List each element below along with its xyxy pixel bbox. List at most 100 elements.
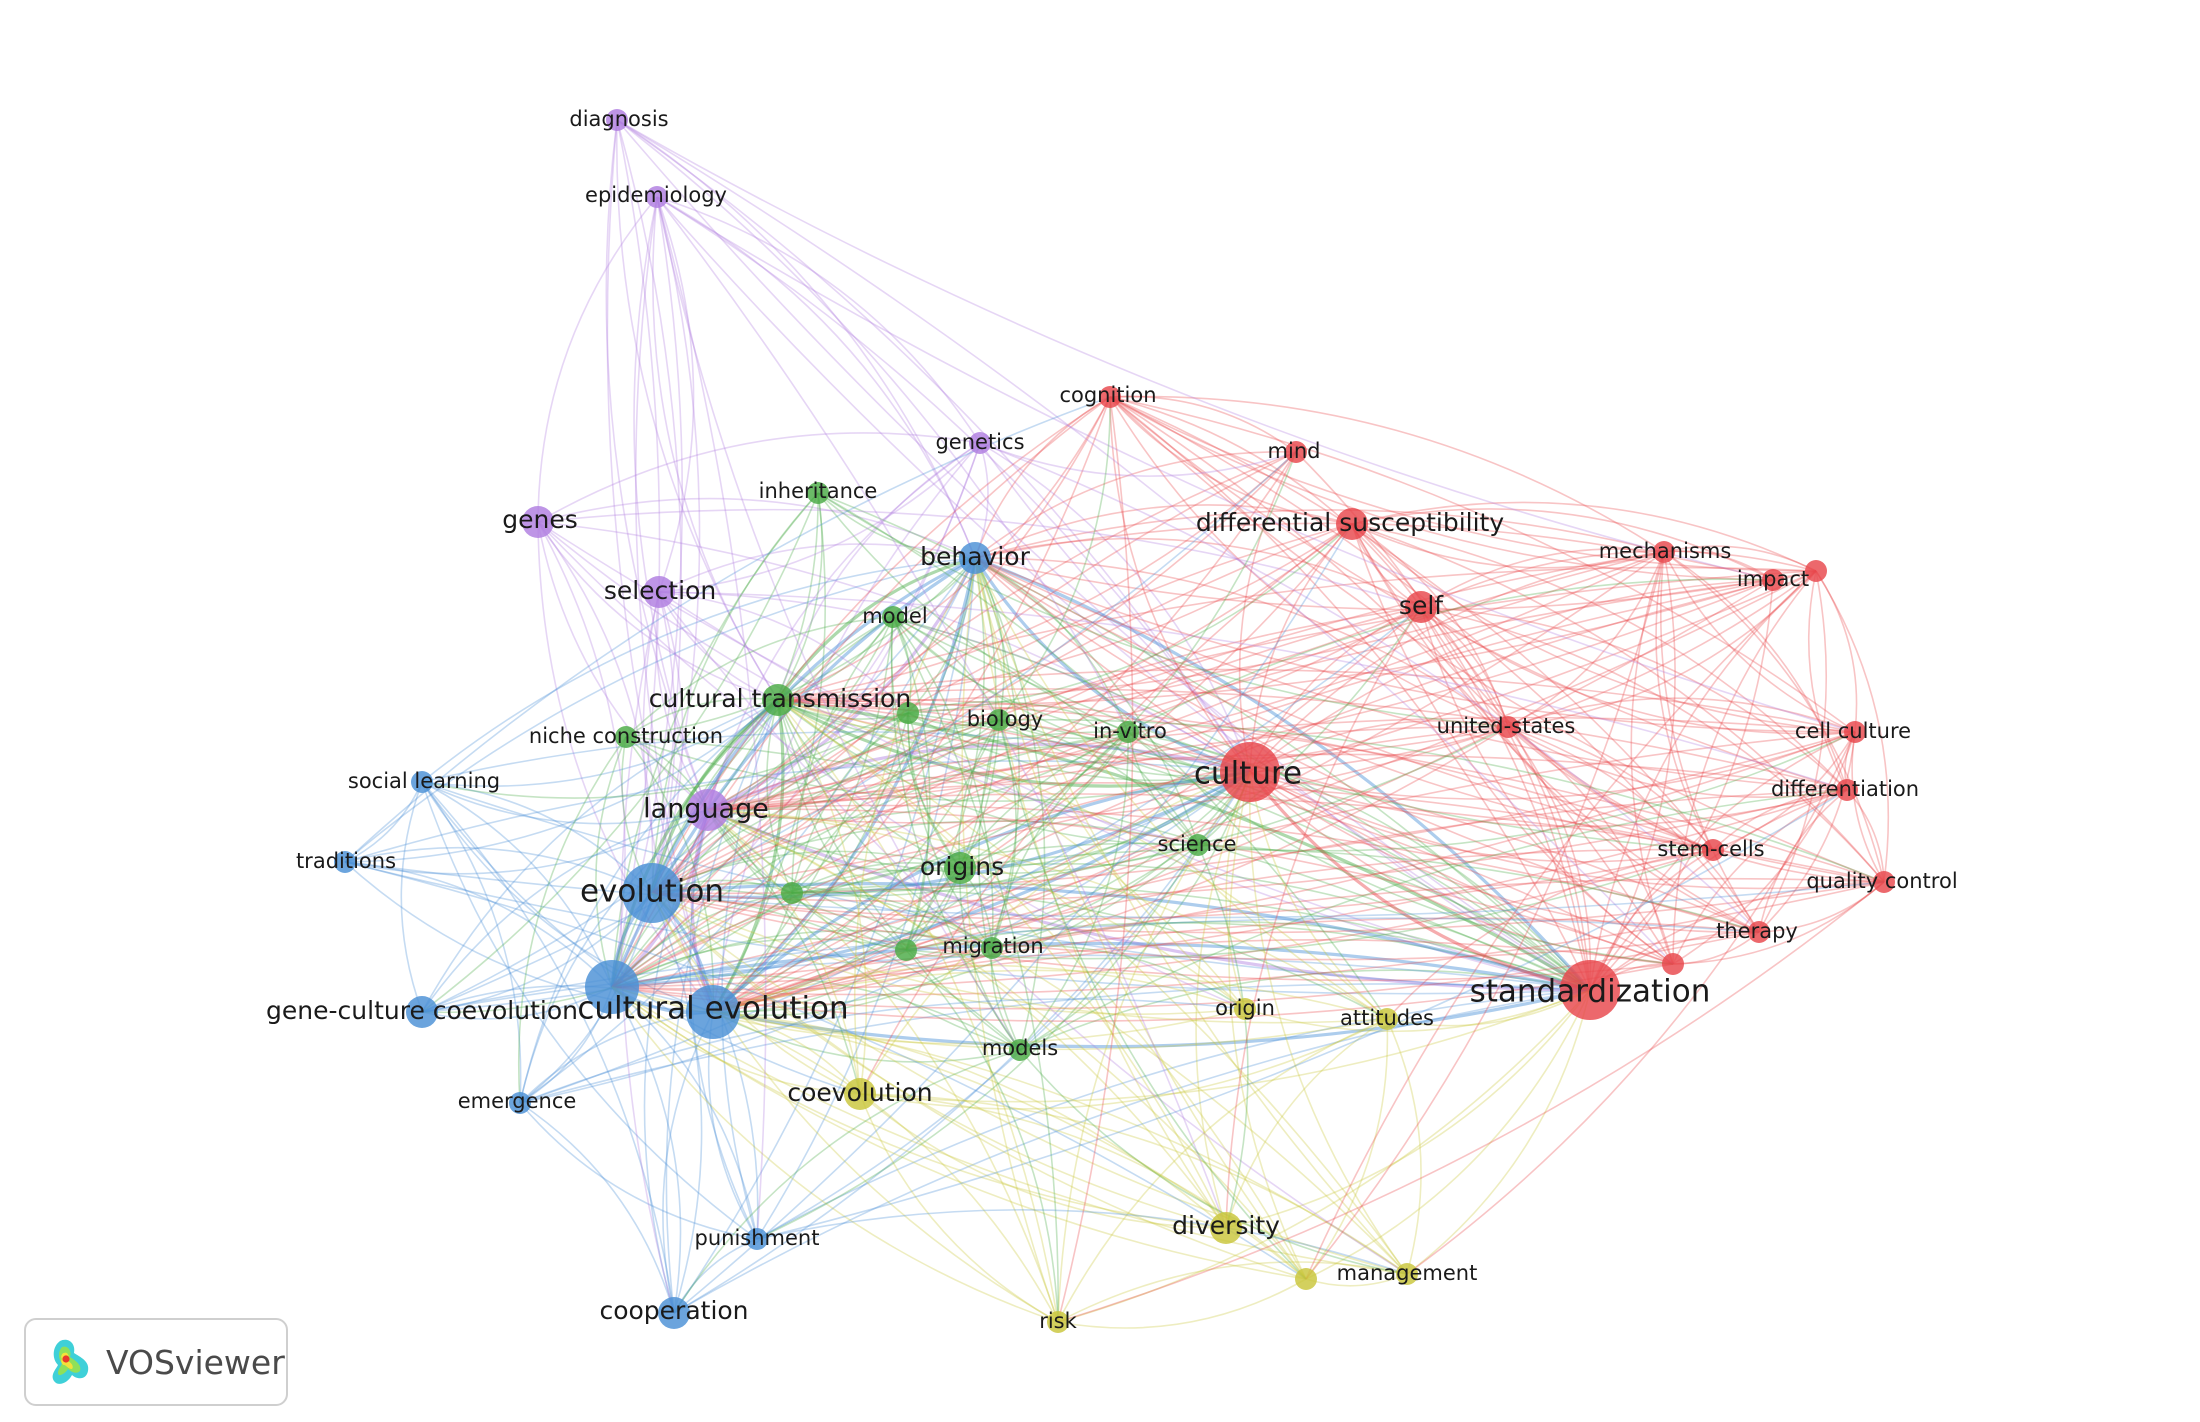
label-model[interactable]: model xyxy=(862,604,927,628)
node-differential-susceptibility[interactable] xyxy=(1336,508,1368,540)
label-therapy[interactable]: therapy xyxy=(1716,919,1798,943)
edge-therapy-cultural-evolution xyxy=(712,917,1760,1013)
label-inheritance[interactable]: inheritance xyxy=(759,479,878,503)
node-differentiation[interactable] xyxy=(1836,779,1858,801)
label-stem-cells[interactable]: stem-cells xyxy=(1657,837,1764,861)
label-cooperation[interactable]: cooperation xyxy=(599,1296,748,1325)
node-behavior[interactable] xyxy=(959,542,991,574)
node-gene-culture-coevolution[interactable] xyxy=(406,996,438,1028)
label-cell-culture[interactable]: cell culture xyxy=(1795,719,1911,743)
node-models[interactable] xyxy=(1009,1039,1031,1061)
label-coevolution[interactable]: coevolution xyxy=(787,1078,932,1107)
node-culture[interactable] xyxy=(1220,742,1280,802)
node-mind[interactable] xyxy=(1285,441,1307,463)
node-impact[interactable] xyxy=(1762,569,1784,591)
label-biology[interactable]: biology xyxy=(967,707,1043,731)
node-blue-unlabeled-1[interactable] xyxy=(585,960,639,1014)
node-self[interactable] xyxy=(1405,591,1437,623)
node-language[interactable] xyxy=(687,789,729,831)
node-attitudes[interactable] xyxy=(1376,1008,1398,1030)
node-red-unlabeled-2[interactable] xyxy=(1662,953,1684,975)
node-niche-construction[interactable] xyxy=(615,726,637,748)
node-cultural-transmission[interactable] xyxy=(762,684,794,716)
node-green-unlabeled-3[interactable] xyxy=(895,939,917,961)
label-genes[interactable]: genes xyxy=(502,505,578,534)
node-science[interactable] xyxy=(1187,834,1209,856)
label-management[interactable]: management xyxy=(1337,1261,1478,1285)
label-language[interactable]: language xyxy=(643,794,769,825)
label-behavior[interactable]: behavior xyxy=(920,542,1030,571)
node-diagnosis[interactable] xyxy=(606,109,628,131)
label-genetics[interactable]: genetics xyxy=(935,430,1024,454)
label-differential-susceptibility[interactable]: differential susceptibility xyxy=(1196,508,1504,537)
node-cognition[interactable] xyxy=(1099,386,1121,408)
label-selection[interactable]: selection xyxy=(604,576,716,605)
label-evolution[interactable]: evolution xyxy=(580,874,724,910)
node-coevolution[interactable] xyxy=(844,1078,876,1110)
node-cell-culture[interactable] xyxy=(1844,721,1866,743)
node-emergence[interactable] xyxy=(509,1092,531,1114)
node-quality-control[interactable] xyxy=(1873,871,1895,893)
label-cognition[interactable]: cognition xyxy=(1059,383,1156,407)
label-punishment[interactable]: punishment xyxy=(695,1226,820,1250)
label-cultural-transmission[interactable]: cultural transmission xyxy=(649,684,911,713)
label-impact[interactable]: impact xyxy=(1737,567,1809,591)
label-origins[interactable]: origins xyxy=(920,852,1004,881)
node-model[interactable] xyxy=(882,606,904,628)
node-punishment[interactable] xyxy=(746,1228,768,1250)
label-niche-construction[interactable]: niche construction xyxy=(529,724,723,748)
node-genes[interactable] xyxy=(522,506,554,538)
node-management[interactable] xyxy=(1396,1263,1418,1285)
vosviewer-logo-badge[interactable]: VOSviewer xyxy=(24,1318,288,1406)
label-cultural-evolution[interactable]: cultural evolution xyxy=(577,991,848,1027)
label-traditions[interactable]: traditions xyxy=(296,849,396,873)
label-mechanisms[interactable]: mechanisms xyxy=(1599,539,1732,563)
node-epidemiology[interactable] xyxy=(646,186,668,208)
label-epidemiology[interactable]: epidemiology xyxy=(585,183,727,207)
node-social-learning[interactable] xyxy=(411,771,433,793)
node-migration[interactable] xyxy=(981,937,1003,959)
node-traditions[interactable] xyxy=(334,851,356,873)
node-therapy[interactable] xyxy=(1748,921,1770,943)
node-yellow-unlabeled-1[interactable] xyxy=(1295,1268,1317,1290)
label-origin[interactable]: origin xyxy=(1215,996,1275,1020)
node-genetics[interactable] xyxy=(969,432,991,454)
node-red-unlabeled-1[interactable] xyxy=(1805,560,1827,582)
node-in-vitro[interactable] xyxy=(1117,721,1139,743)
edge-red-unlabeled-1-cultural-transmission xyxy=(777,566,1817,701)
node-standardization[interactable] xyxy=(1560,960,1620,1020)
label-risk[interactable]: risk xyxy=(1039,1309,1077,1333)
node-green-unlabeled-2[interactable] xyxy=(781,882,803,904)
node-biology[interactable] xyxy=(988,709,1010,731)
label-differentiation[interactable]: differentiation xyxy=(1771,777,1919,801)
label-science[interactable]: science xyxy=(1157,832,1236,856)
node-origin[interactable] xyxy=(1234,998,1256,1020)
label-social-learning[interactable]: social learning xyxy=(348,769,500,793)
node-green-unlabeled-1[interactable] xyxy=(897,702,919,724)
label-in-vitro[interactable]: in-vitro xyxy=(1093,719,1167,743)
label-diversity[interactable]: diversity xyxy=(1172,1211,1280,1240)
label-gene-culture-coevolution[interactable]: gene-culture coevolution xyxy=(266,996,578,1025)
label-migration[interactable]: migration xyxy=(942,934,1043,958)
label-culture[interactable]: culture xyxy=(1194,756,1302,792)
label-standardization[interactable]: standardization xyxy=(1470,974,1711,1010)
node-origins[interactable] xyxy=(944,852,976,884)
label-self[interactable]: self xyxy=(1399,591,1444,620)
label-attitudes[interactable]: attitudes xyxy=(1340,1006,1434,1030)
node-united-states[interactable] xyxy=(1497,716,1519,738)
node-cultural-evolution[interactable] xyxy=(686,985,740,1039)
label-diagnosis[interactable]: diagnosis xyxy=(569,107,668,131)
node-inheritance[interactable] xyxy=(807,482,829,504)
node-risk[interactable] xyxy=(1047,1311,1069,1333)
label-emergence[interactable]: emergence xyxy=(458,1089,577,1113)
label-mind[interactable]: mind xyxy=(1268,439,1321,463)
node-mechanisms[interactable] xyxy=(1653,541,1675,563)
label-united-states[interactable]: united-states xyxy=(1437,714,1576,738)
node-diversity[interactable] xyxy=(1210,1212,1242,1244)
label-quality-control[interactable]: quality control xyxy=(1806,869,1957,893)
node-selection[interactable] xyxy=(643,576,675,608)
node-evolution[interactable] xyxy=(622,863,682,923)
node-cooperation[interactable] xyxy=(658,1297,690,1329)
label-models[interactable]: models xyxy=(982,1036,1058,1060)
node-stem-cells[interactable] xyxy=(1702,839,1724,861)
